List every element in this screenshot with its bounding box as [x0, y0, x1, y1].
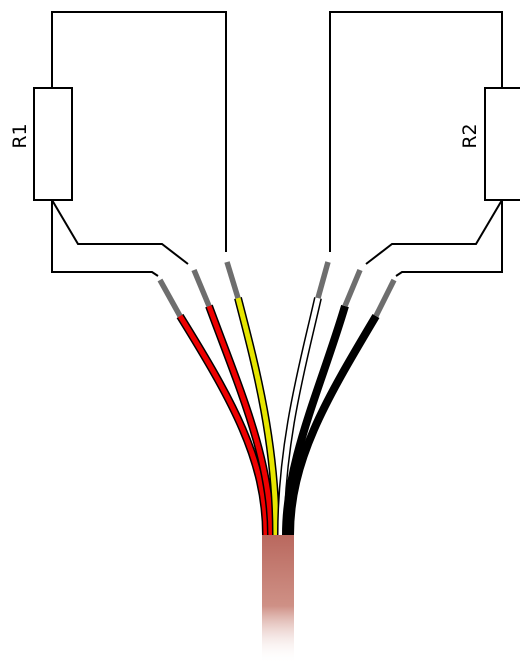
r1-left-lead [51, 200, 159, 277]
red-wire-1-tip [157, 278, 183, 318]
r1-top-loop [51, 11, 227, 252]
r2-inner-lead [365, 199, 503, 265]
resistor-r2 [484, 87, 520, 201]
yellow-wire-tip [224, 261, 241, 299]
r1-label: R1 [9, 123, 31, 148]
red-wire-2 [206, 305, 274, 536]
red-wire-1 [177, 314, 269, 536]
r1-circuit: R1 [9, 11, 227, 277]
black-wire-2-tip [373, 278, 397, 318]
white-wire-tip [315, 261, 331, 299]
wire-tips [157, 261, 397, 318]
r2-right-lead [395, 200, 503, 277]
cable-jacket [262, 535, 294, 664]
r2-top-loop [329, 11, 503, 252]
r1-inner-lead [51, 199, 189, 265]
white-wire [278, 297, 321, 536]
resistor-r1 [33, 87, 73, 201]
red-wire-2-tip [191, 268, 212, 308]
cable-wires [176, 297, 380, 536]
black-wire-2 [286, 313, 380, 536]
black-wire-1-tip [342, 268, 363, 308]
yellow-wire [235, 297, 279, 536]
r2-circuit: R2 [329, 11, 520, 277]
r2-label: R2 [459, 123, 481, 148]
black-wire-1 [282, 304, 349, 536]
